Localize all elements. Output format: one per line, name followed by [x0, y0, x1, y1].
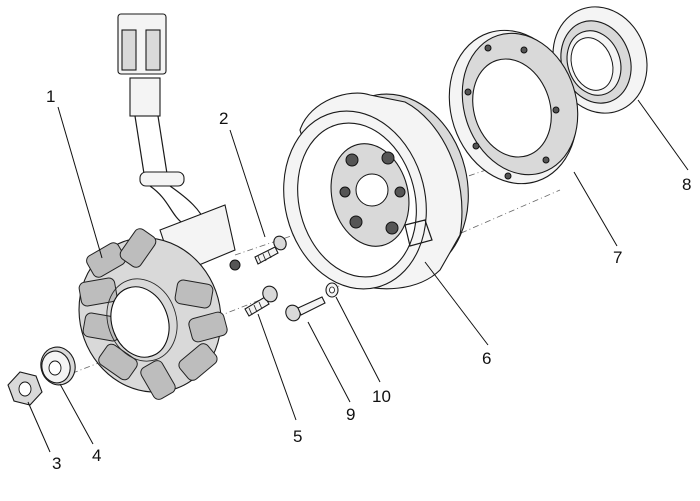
part-3-hex-nut: [7, 371, 43, 406]
part-8-oil-seal: [552, 6, 648, 114]
callout-5: 5: [293, 427, 302, 446]
callout-1: 1: [46, 87, 55, 106]
callout-2: 2: [219, 109, 228, 128]
callout-7: 7: [613, 248, 622, 267]
part-10-washer: [325, 282, 339, 298]
callout-labels: 1 2 3 4 5 6 7 8 9 10: [46, 87, 691, 473]
part-1-stator-assembly: [78, 13, 241, 400]
callout-8: 8: [682, 175, 691, 194]
part-9-screw: [285, 296, 326, 322]
callout-6: 6: [482, 349, 491, 368]
part-4-washer: [40, 346, 76, 386]
part-5-bolt: [244, 285, 278, 317]
callout-9: 9: [346, 405, 355, 424]
leader-lines: [27, 99, 689, 453]
callout-4: 4: [92, 446, 101, 465]
callout-3: 3: [52, 454, 61, 473]
part-7-flange-ring: [448, 29, 579, 185]
part-6-flywheel-rotor: [283, 92, 469, 290]
callout-10: 10: [372, 387, 391, 406]
part-2-bolt: [254, 235, 287, 265]
